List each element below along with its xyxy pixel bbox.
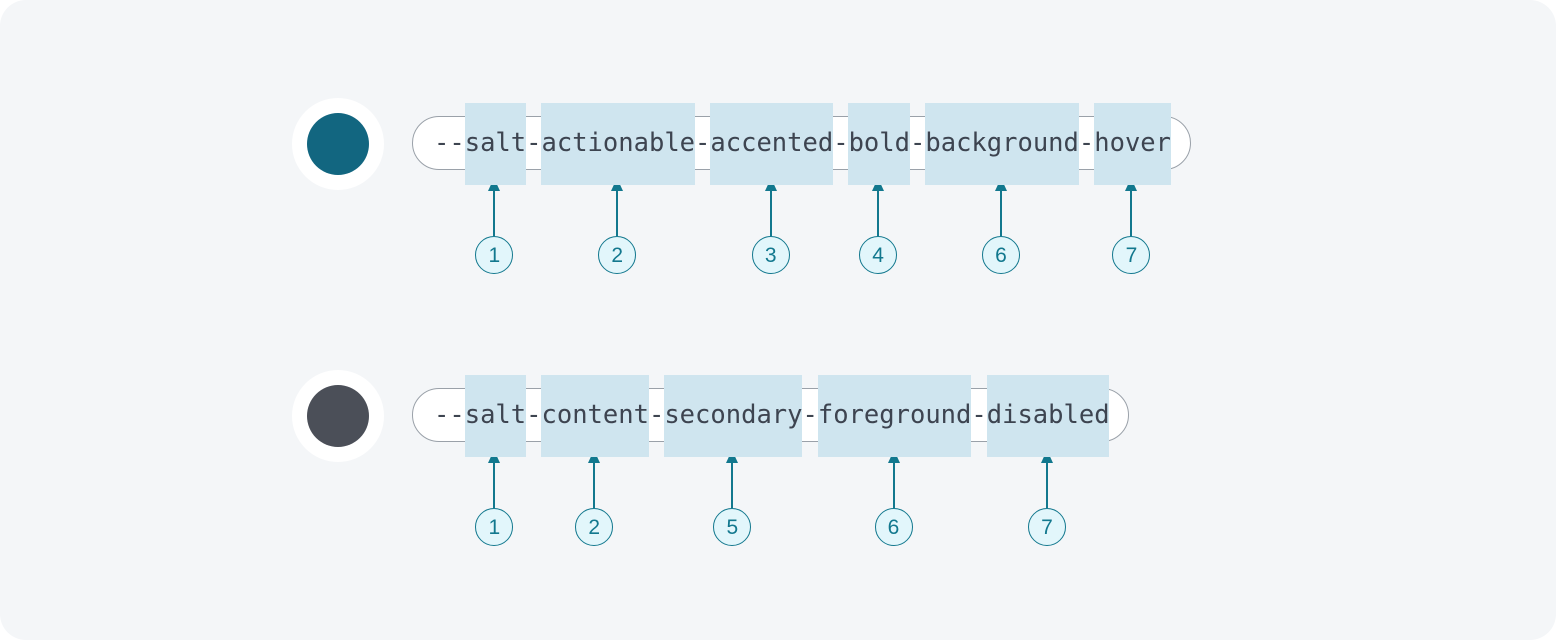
callout-bubble-1[interactable]: 1	[475, 508, 514, 546]
color-swatch-accented-bold[interactable]	[307, 113, 369, 175]
token-prefix: --	[434, 400, 465, 430]
token-pill-actionable[interactable]: --salt-actionable-accented-bold-backgrou…	[412, 103, 1191, 185]
callout-bubble-7[interactable]: 7	[1112, 236, 1151, 274]
token-segment: salt	[464, 400, 527, 430]
token-segment: content	[541, 400, 649, 430]
token-separator: -	[910, 128, 926, 158]
callout-bubble-6[interactable]: 6	[981, 236, 1020, 274]
color-swatch-ring	[292, 370, 384, 462]
token-separator: -	[802, 400, 818, 430]
callout-arrow	[611, 178, 624, 236]
token-segment: hover	[1094, 128, 1172, 158]
callout-arrow	[994, 178, 1007, 236]
callout-arrow	[488, 450, 501, 508]
token-segment: actionable	[541, 128, 696, 158]
token-segment: accented	[710, 128, 834, 158]
callout-bubble-4[interactable]: 4	[859, 236, 898, 274]
arrow-shaft	[877, 189, 880, 236]
callout-bubble-3[interactable]: 3	[751, 236, 790, 274]
callout-arrow	[887, 450, 900, 508]
arrow-shaft	[731, 461, 734, 508]
token-segment: salt	[464, 128, 527, 158]
callout-bubble-5[interactable]: 5	[713, 508, 752, 546]
arrow-shaft	[769, 189, 772, 236]
token-separator: -	[648, 400, 665, 430]
callout-arrow	[764, 178, 777, 236]
token-separator: -	[833, 128, 849, 158]
arrow-shaft	[493, 189, 496, 236]
arrow-shaft	[892, 461, 895, 508]
token-pill-content[interactable]: --salt-content-secondary-foreground-disa…	[412, 375, 1130, 457]
arrow-shaft	[593, 461, 596, 508]
token-prefix: --	[434, 128, 465, 158]
callout-bubble-2[interactable]: 2	[598, 236, 637, 274]
callout-bubble-6[interactable]: 6	[874, 508, 913, 546]
callout-arrow	[588, 450, 601, 508]
callout-arrow	[488, 178, 501, 236]
token-separator: -	[1078, 128, 1095, 158]
color-swatch-ring	[292, 98, 384, 190]
token-segment: bold	[848, 128, 910, 158]
token-segment: secondary	[664, 400, 803, 430]
token-segment: disabled	[986, 400, 1110, 430]
token-segment: foreground	[817, 400, 972, 430]
callout-arrow	[872, 178, 885, 236]
token-separator: -	[971, 400, 987, 430]
arrow-shaft	[999, 189, 1002, 236]
token-separator: -	[695, 128, 711, 158]
callout-arrow	[1041, 450, 1053, 508]
callout-bubble-2[interactable]: 2	[575, 508, 614, 546]
callout-arrow	[726, 450, 739, 508]
arrow-shaft	[1046, 461, 1048, 508]
token-separator: -	[526, 400, 542, 430]
arrow-shaft	[1130, 189, 1133, 236]
callout-arrow	[1125, 178, 1138, 236]
color-swatch-content-secondary[interactable]	[307, 385, 369, 447]
arrow-shaft	[616, 189, 619, 236]
callout-bubble-7[interactable]: 7	[1028, 508, 1066, 546]
arrow-shaft	[493, 461, 496, 508]
token-separator: -	[526, 128, 542, 158]
callout-bubble-1[interactable]: 1	[475, 236, 514, 274]
token-segment: background	[925, 128, 1079, 158]
